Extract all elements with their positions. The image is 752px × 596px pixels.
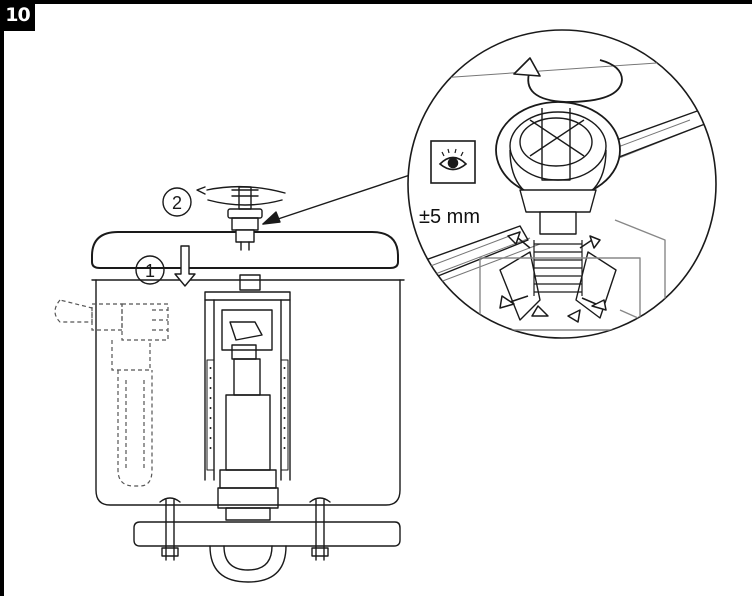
- callout-1-label: 1: [145, 261, 155, 281]
- push-button-assembly: [227, 186, 263, 251]
- callout-2-label: 2: [172, 193, 182, 213]
- fill-valve-dashed: [54, 299, 169, 487]
- tolerance-label: ±5 mm: [418, 205, 481, 229]
- mounting-bracket: [133, 497, 401, 583]
- callout-circle-2: [162, 187, 192, 217]
- step-number-badge: 10: [0, 0, 35, 31]
- panel-left-border: [0, 0, 4, 596]
- flush-valve: [204, 274, 291, 521]
- cistern-lid: [91, 231, 399, 269]
- eye-icon: [430, 140, 476, 184]
- rotate-arrow-icon: [196, 185, 286, 206]
- panel-top-border: [0, 0, 752, 4]
- down-arrow-icon: [174, 245, 196, 287]
- cistern-tank: [91, 279, 405, 506]
- detail-magnifier: [407, 29, 717, 339]
- callout-circle-1: [135, 255, 165, 285]
- leader-line: [262, 169, 426, 225]
